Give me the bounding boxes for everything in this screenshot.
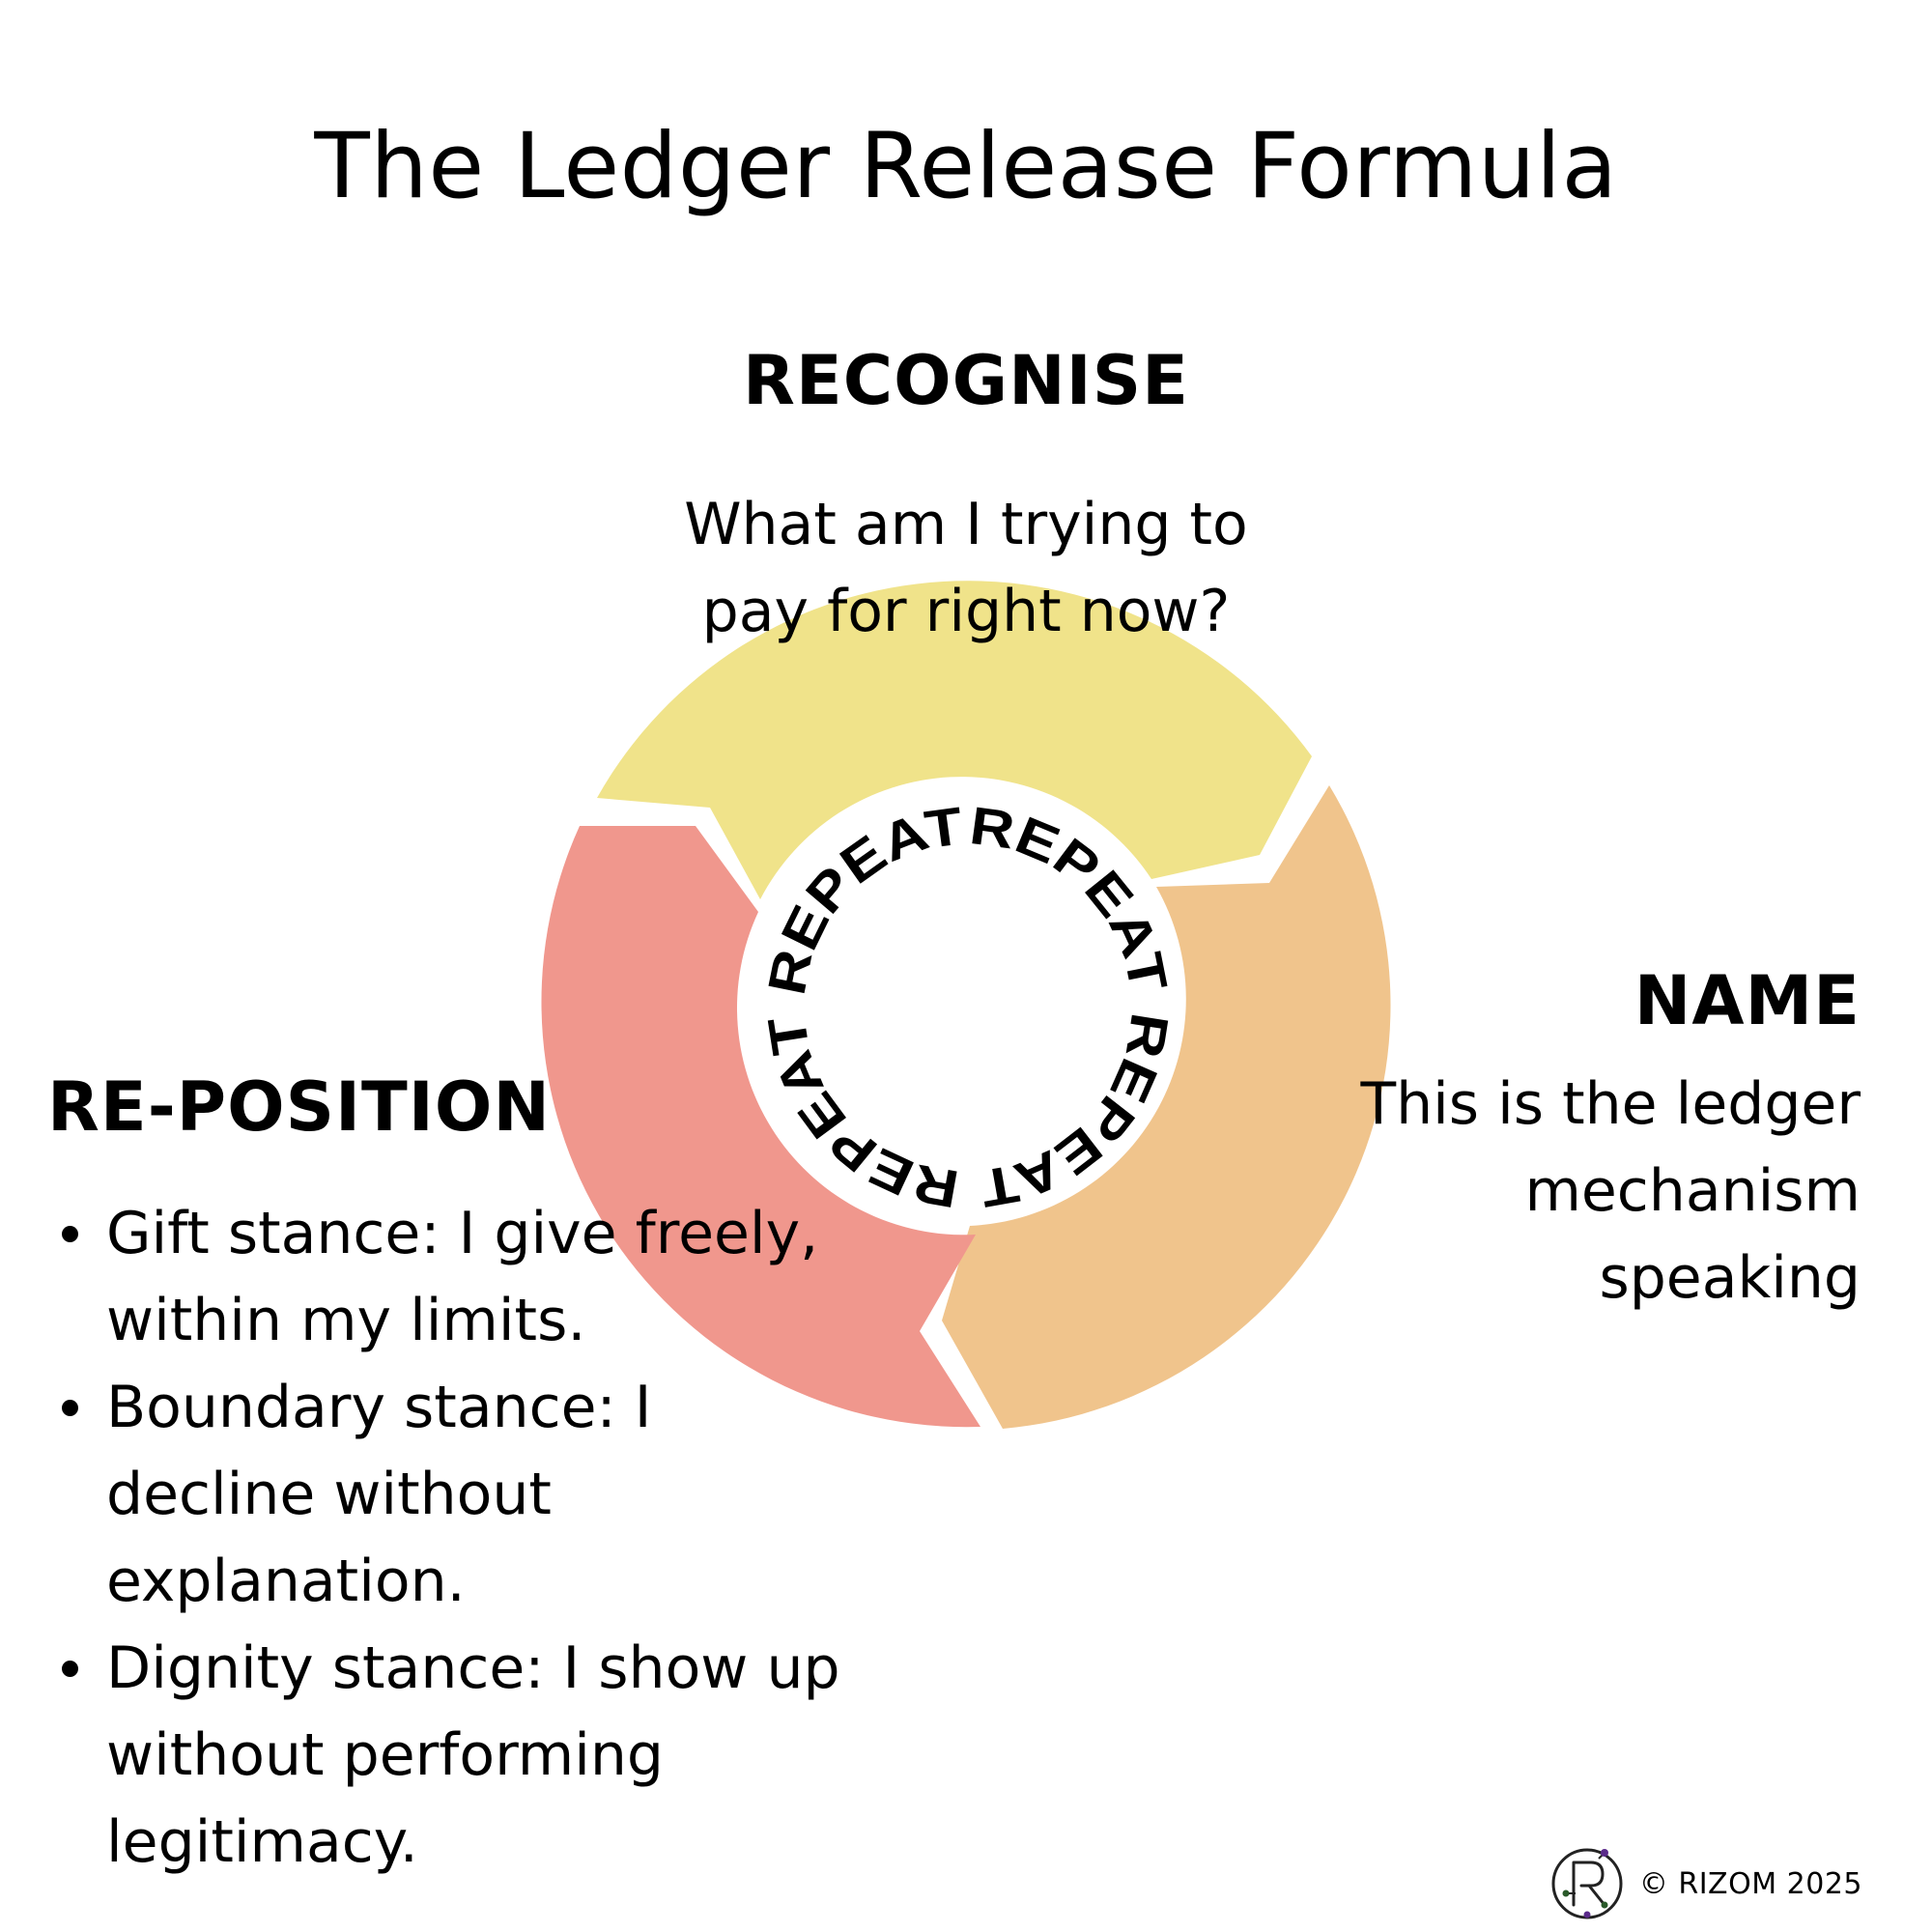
boundary-stance-item: Boundary stance: I decline without expla… (62, 1364, 927, 1625)
rizom-logo-icon (1551, 1848, 1623, 1919)
name-line-3: speaking (1599, 1244, 1861, 1312)
name-line-1: This is the ledger (1360, 1070, 1861, 1138)
boundary-stance-line-3: explanation. (106, 1548, 466, 1615)
boundary-stance-line-2: decline without (106, 1461, 552, 1528)
name-heading: NAME (1634, 961, 1861, 1040)
footer: © RIZOM 2025 (1548, 1845, 1862, 1922)
name-line-2: mechanism (1524, 1157, 1861, 1225)
recognise-line-2: pay for right now? (701, 578, 1231, 645)
recognise-question: What am I trying to pay for right now? (580, 481, 1352, 655)
dignity-stance-line-1: Dignity stance: I show up (106, 1634, 840, 1702)
bullet-dot (62, 1400, 78, 1416)
dignity-stance-line-2: without performing (106, 1721, 664, 1789)
name-statement: This is the ledger mechanism speaking (1281, 1061, 1861, 1321)
copyright-text: © RIZOM 2025 (1638, 1866, 1862, 1901)
reposition-heading: RE-POSITION (47, 1067, 551, 1147)
gift-stance-item: Gift stance: I give freely, within my li… (62, 1190, 927, 1364)
boundary-stance-line-1: Boundary stance: I (106, 1374, 652, 1441)
gift-stance-line-2: within my limits. (106, 1287, 586, 1354)
recognise-heading: RECOGNISE (743, 341, 1189, 420)
page-title: The Ledger Release Formula (314, 114, 1618, 219)
bullet-dot (62, 1226, 78, 1242)
dignity-stance-line-3: legitimacy. (106, 1808, 418, 1876)
recognise-arrow-segment (597, 581, 1312, 899)
bullet-dot (62, 1661, 78, 1677)
name-arrow-segment (942, 785, 1391, 1429)
gift-stance-line-1: Gift stance: I give freely, (106, 1200, 819, 1267)
reposition-arrow-segment (541, 826, 980, 1428)
dignity-stance-item: Dignity stance: I show up without perfor… (62, 1625, 927, 1886)
repeat-ring-text: REPEAT REPEAT REPEAT REPEAT (756, 795, 1180, 1220)
reposition-stance-list: Gift stance: I give freely, within my li… (62, 1190, 927, 1886)
recognise-line-1: What am I trying to (684, 491, 1248, 558)
